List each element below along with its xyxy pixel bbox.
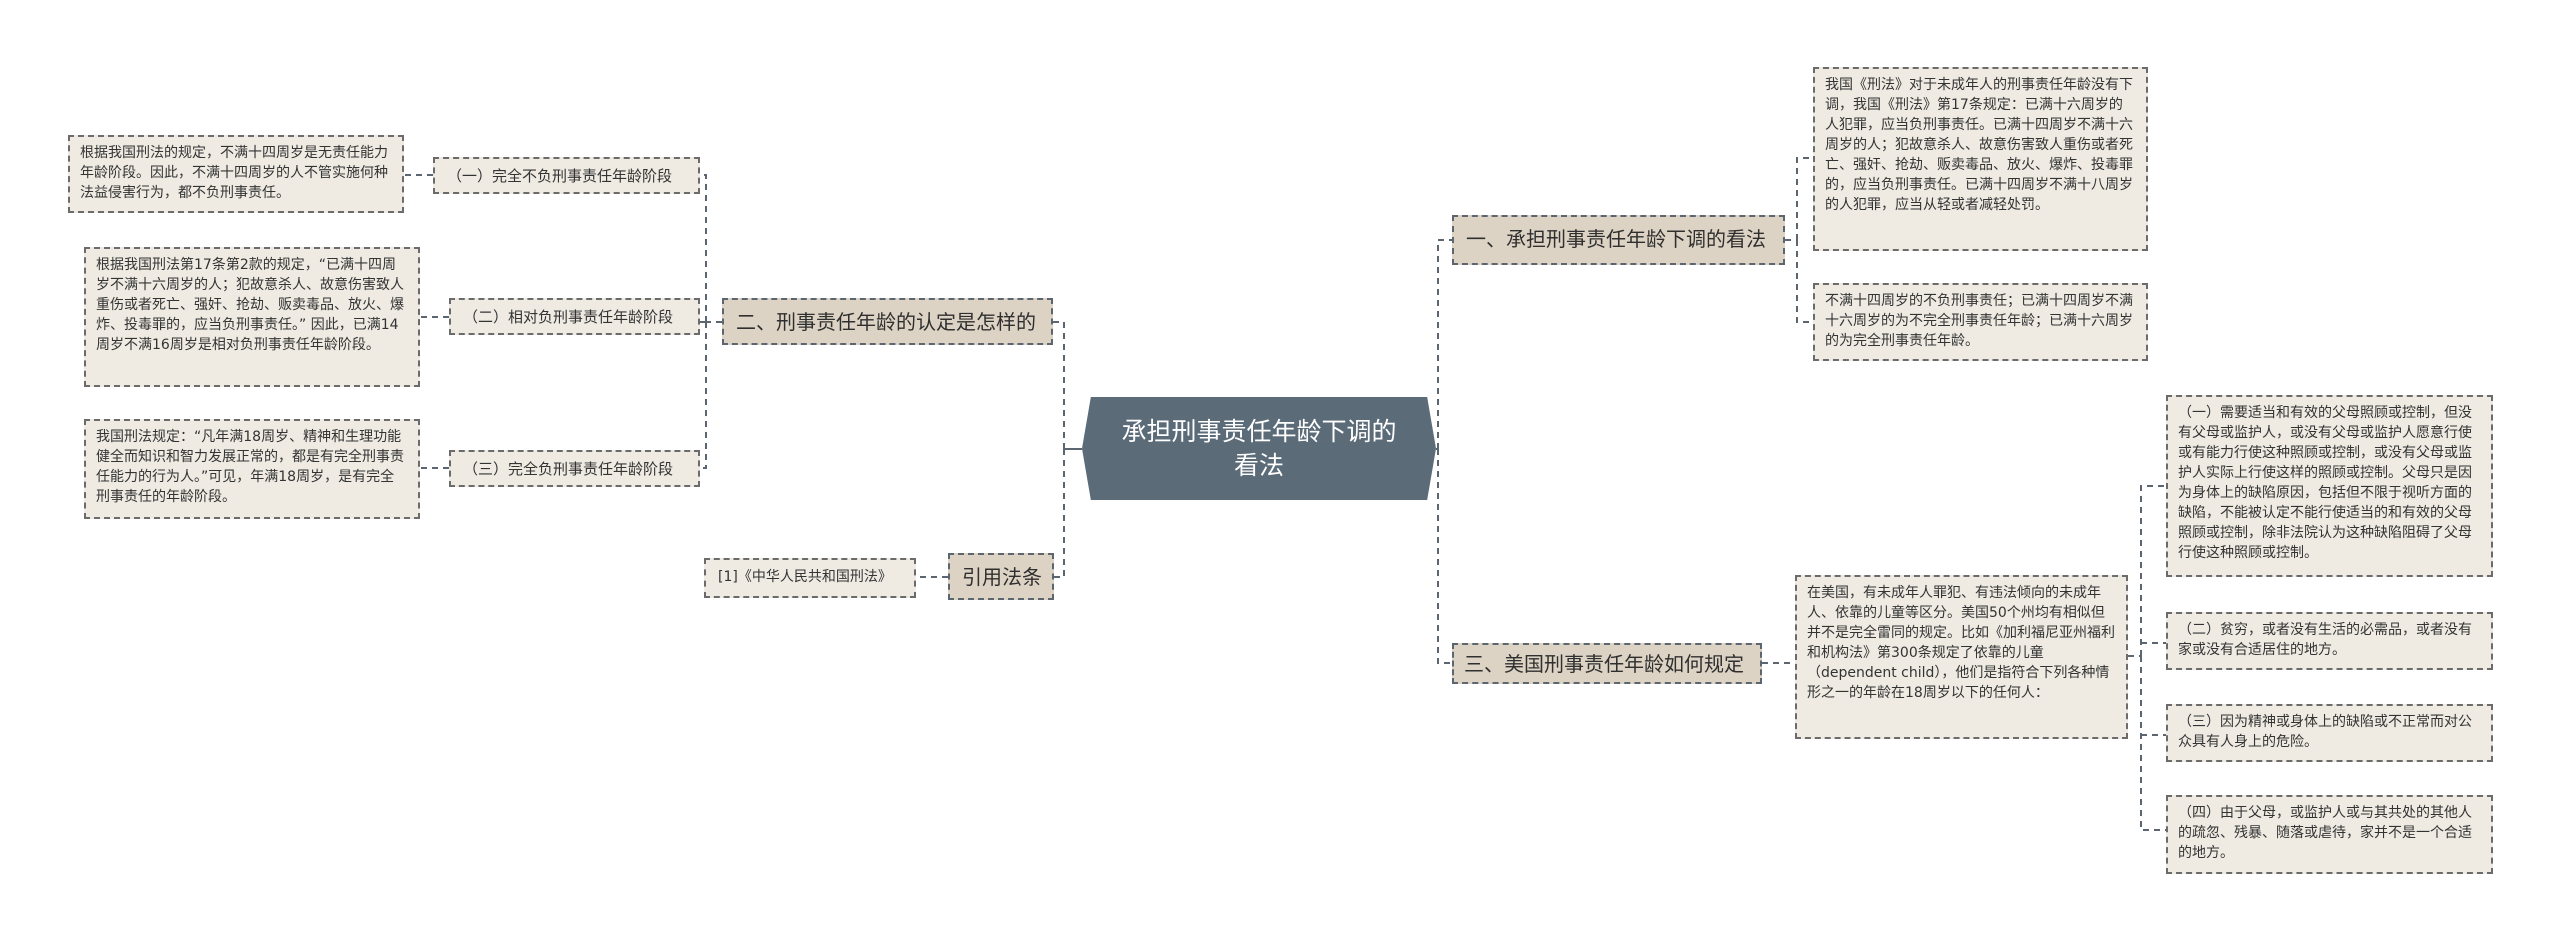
citation-criminal-law[interactable]: [1]《中华人民共和国刑法》 bbox=[704, 558, 916, 598]
central-topic-title: 承担刑事责任年龄下调的看法 bbox=[1121, 416, 1397, 480]
detail-text: （四）由于父母，或监护人或与其共处的其他人的疏忽、残暴、随落或虐待，家并不是一个… bbox=[2178, 805, 2472, 861]
detail-text: （三）因为精神或身体上的缺陷或不正常而对公众具有人身上的危险。 bbox=[2178, 714, 2472, 750]
branch-us-age-rules[interactable]: 三、美国刑事责任年龄如何规定 bbox=[1452, 643, 1762, 684]
detail-china-criminal-law[interactable]: 我国《刑法》对于未成年人的刑事责任年龄没有下调，我国《刑法》第17条规定：已满十… bbox=[1813, 67, 2148, 251]
detail-age-summary[interactable]: 不满十四周岁的不负刑事责任；已满十四周岁不满十六周岁的为不完全刑事责任年龄；已满… bbox=[1813, 283, 2148, 361]
branch-label: 一、承担刑事责任年龄下调的看法 bbox=[1466, 227, 1766, 251]
branch-age-lowering-views[interactable]: 一、承担刑事责任年龄下调的看法 bbox=[1452, 215, 1785, 265]
citation-label: [1]《中华人民共和国刑法》 bbox=[718, 569, 892, 585]
detail-us-dependent-child[interactable]: 在美国，有未成年人罪犯、有违法倾向的未成年人、依靠的儿童等区分。美国50个州均有… bbox=[1795, 575, 2128, 739]
detail-us-case-2[interactable]: （二）贫穷，或者没有生活的必需品，或者没有家或没有合适居住的地方。 bbox=[2166, 612, 2493, 670]
detail-text: 我国《刑法》对于未成年人的刑事责任年龄没有下调，我国《刑法》第17条规定：已满十… bbox=[1825, 77, 2133, 213]
subtopic-relative-liability[interactable]: （二）相对负刑事责任年龄阶段 bbox=[449, 298, 700, 335]
detail-text: 根据我国刑法第17条第2款的规定，“已满十四周岁不满十六周岁的人；犯故意杀人、故… bbox=[96, 257, 404, 353]
central-topic[interactable]: 承担刑事责任年龄下调的看法 bbox=[1082, 397, 1436, 500]
detail-text: （二）贫穷，或者没有生活的必需品，或者没有家或没有合适居住的地方。 bbox=[2178, 622, 2472, 658]
detail-relative-liability[interactable]: 根据我国刑法第17条第2款的规定，“已满十四周岁不满十六周岁的人；犯故意杀人、故… bbox=[84, 247, 420, 387]
subtopic-label: （二）相对负刑事责任年龄阶段 bbox=[463, 308, 674, 326]
detail-text: 根据我国刑法的规定，不满十四周岁是无责任能力年龄阶段。因此，不满十四周岁的人不管… bbox=[80, 145, 388, 201]
subtopic-label: （一）完全不负刑事责任年龄阶段 bbox=[447, 167, 673, 185]
detail-text: 在美国，有未成年人罪犯、有违法倾向的未成年人、依靠的儿童等区分。美国50个州均有… bbox=[1807, 585, 2115, 701]
branch-citations[interactable]: 引用法条 bbox=[948, 553, 1054, 600]
detail-text: （一）需要适当和有效的父母照顾或控制，但没有父母或监护人，或没有父母或监护人愿意… bbox=[2178, 405, 2472, 561]
detail-text: 我国刑法规定：“凡年满18周岁、精神和生理功能健全而知识和智力发展正常的，都是有… bbox=[96, 429, 404, 505]
detail-us-case-3[interactable]: （三）因为精神或身体上的缺陷或不正常而对公众具有人身上的危险。 bbox=[2166, 704, 2493, 762]
branch-label: 二、刑事责任年龄的认定是怎样的 bbox=[736, 310, 1036, 334]
branch-label: 引用法条 bbox=[962, 565, 1042, 589]
branch-label: 三、美国刑事责任年龄如何规定 bbox=[1464, 652, 1744, 676]
subtopic-label: （三）完全负刑事责任年龄阶段 bbox=[463, 460, 674, 478]
detail-us-case-1[interactable]: （一）需要适当和有效的父母照顾或控制，但没有父母或监护人，或没有父母或监护人愿意… bbox=[2166, 395, 2493, 577]
detail-us-case-4[interactable]: （四）由于父母，或监护人或与其共处的其他人的疏忽、残暴、随落或虐待，家并不是一个… bbox=[2166, 795, 2493, 874]
subtopic-no-liability[interactable]: （一）完全不负刑事责任年龄阶段 bbox=[433, 157, 700, 194]
detail-full-liability[interactable]: 我国刑法规定：“凡年满18周岁、精神和生理功能健全而知识和智力发展正常的，都是有… bbox=[84, 419, 420, 519]
subtopic-full-liability[interactable]: （三）完全负刑事责任年龄阶段 bbox=[449, 450, 700, 487]
detail-text: 不满十四周岁的不负刑事责任；已满十四周岁不满十六周岁的为不完全刑事责任年龄；已满… bbox=[1825, 293, 2133, 349]
detail-no-liability[interactable]: 根据我国刑法的规定，不满十四周岁是无责任能力年龄阶段。因此，不满十四周岁的人不管… bbox=[68, 135, 404, 213]
branch-age-determination[interactable]: 二、刑事责任年龄的认定是怎样的 bbox=[722, 298, 1053, 345]
